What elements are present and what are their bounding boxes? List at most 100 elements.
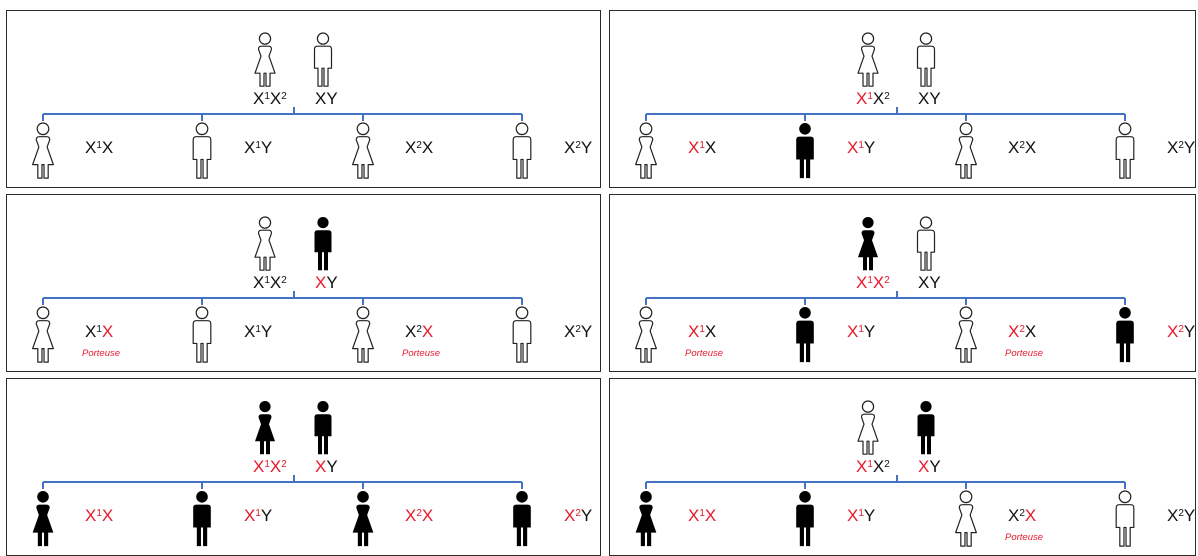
parent-genotype-label: XY xyxy=(315,274,338,292)
child-female-figure xyxy=(352,122,374,179)
genotype-superscript: 1 xyxy=(858,324,864,335)
genotype-part: Y xyxy=(1183,506,1196,525)
genotype-part: X xyxy=(1008,506,1020,525)
genotype-part: Y xyxy=(326,273,338,292)
genotype-superscript: 2 xyxy=(281,91,287,102)
genotype-superscript: 2 xyxy=(575,324,581,335)
parent-mother-figure xyxy=(254,32,276,87)
child-female-figure xyxy=(955,122,977,179)
parent-genotype-label: XY xyxy=(315,90,338,108)
genotype-part: X xyxy=(1167,138,1179,157)
genotype-part: X xyxy=(688,322,700,341)
genotype-superscript: 2 xyxy=(416,140,422,151)
child-genotype-label: X1X xyxy=(688,139,716,157)
genotype-part: X xyxy=(405,506,417,525)
child-genotype-label: X2Y xyxy=(1167,323,1195,341)
genotype-part: Y xyxy=(580,322,593,341)
genotype-part: X xyxy=(918,457,930,476)
child-female-figure xyxy=(32,122,54,179)
child-genotype-label: X2X xyxy=(405,323,433,341)
genotype-part: X xyxy=(847,506,859,525)
genotype-part: X xyxy=(688,506,700,525)
child-male-figure xyxy=(1115,122,1135,179)
carrier-label: Porteuse xyxy=(1005,348,1044,359)
genotype-superscript: 1 xyxy=(867,91,873,102)
child-genotype-label: X2Y xyxy=(1167,507,1195,525)
genotype-part: Y xyxy=(260,322,273,341)
parent-genotype-label: X1X2 xyxy=(253,90,287,108)
parent-father-figure xyxy=(314,217,332,271)
child-genotype-label: X1X xyxy=(85,507,113,525)
genotype-superscript: 2 xyxy=(1178,508,1184,519)
child-genotype-label: X2X xyxy=(1008,139,1036,157)
genotype-superscript: 2 xyxy=(575,508,581,519)
parent-mother-figure xyxy=(858,217,878,271)
parent-mother-figure xyxy=(254,216,276,271)
carrier-label: Porteuse xyxy=(82,348,121,359)
genotype-part: Y xyxy=(580,138,593,157)
genotype-superscript: 2 xyxy=(884,275,890,286)
parent-father-figure xyxy=(917,401,935,455)
carrier-label: Porteuse xyxy=(685,348,724,359)
genotype-superscript: 2 xyxy=(416,508,422,519)
genotype-superscript: 1 xyxy=(255,324,261,335)
genotype-superscript: 1 xyxy=(867,275,873,286)
genotype-part: X xyxy=(704,506,717,525)
genotype-superscript: 2 xyxy=(1019,324,1025,335)
parent-father-figure xyxy=(314,401,332,455)
genotype-part: X xyxy=(704,322,717,341)
genotype-part: X xyxy=(856,457,868,476)
child-genotype-label: X1X xyxy=(688,507,716,525)
parent-genotype-label: X1X2 xyxy=(856,274,890,292)
child-female-figure xyxy=(635,122,657,179)
parent-genotype-label: X1X2 xyxy=(856,90,890,108)
genotype-part: X xyxy=(564,506,576,525)
genotype-part: X xyxy=(253,457,265,476)
child-female-figure xyxy=(352,306,374,363)
genotype-part: X xyxy=(1024,138,1037,157)
genotype-superscript: 1 xyxy=(867,459,873,470)
genotype-superscript: 1 xyxy=(255,140,261,151)
carrier-label: Porteuse xyxy=(402,348,441,359)
child-genotype-label: X2X xyxy=(1008,507,1036,525)
child-female-figure xyxy=(352,491,374,547)
parent-mother-figure xyxy=(255,401,275,455)
genotype-part: X xyxy=(856,89,868,108)
child-male-figure xyxy=(796,123,814,179)
genotype-part: X xyxy=(101,506,114,525)
child-genotype-label: X2Y xyxy=(1167,139,1195,157)
child-genotype-label: X2Y xyxy=(564,323,592,341)
genotype-part: Y xyxy=(929,457,941,476)
child-genotype-label: X2X xyxy=(1008,323,1036,341)
genotype-part: X xyxy=(101,322,114,341)
genotype-part: X xyxy=(253,89,265,108)
parent-genotype-label: XY xyxy=(918,458,941,476)
child-female-figure xyxy=(955,306,977,363)
genotype-part: X xyxy=(1024,506,1037,525)
genotype-part: XY xyxy=(918,273,941,292)
genotype-superscript: 1 xyxy=(858,508,864,519)
genotype-part: X xyxy=(1008,138,1020,157)
genotype-part: XY xyxy=(918,89,941,108)
genotype-superscript: 2 xyxy=(1178,140,1184,151)
genotype-part: X xyxy=(101,138,114,157)
genotype-superscript: 2 xyxy=(281,275,287,286)
genotype-part: Y xyxy=(863,506,876,525)
genotype-superscript: 1 xyxy=(264,459,270,470)
child-female-figure xyxy=(32,491,54,547)
genotype-part: X xyxy=(244,506,256,525)
child-male-figure xyxy=(512,306,532,363)
child-genotype-label: X1Y xyxy=(847,507,875,525)
genotype-part: X xyxy=(315,457,327,476)
genotype-part: Y xyxy=(863,138,876,157)
genotype-superscript: 1 xyxy=(96,508,102,519)
parent-father-figure xyxy=(313,32,333,87)
child-genotype-label: X1X xyxy=(85,139,113,157)
genotype-part: X xyxy=(872,89,885,108)
child-male-figure xyxy=(796,491,814,547)
genotype-part: Y xyxy=(580,506,593,525)
